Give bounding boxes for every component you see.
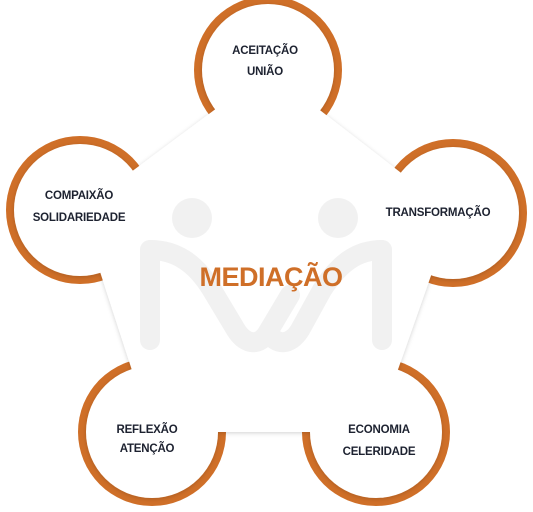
- people-logo-icon: [140, 198, 392, 353]
- node-right-line1: TRANSFORMAÇÃO: [386, 206, 491, 219]
- node-bottom-right-line1: ECONOMIA: [348, 424, 410, 436]
- node-top-line1: ACEITAÇÃO: [232, 44, 298, 57]
- node-bottom-left: REFLEXÃO ATENÇÃO: [116, 423, 177, 455]
- node-bottom-right-line2: CELERIDADE: [343, 446, 416, 458]
- pentagon-shape: [80, 70, 453, 432]
- node-disc-bottom-right: [310, 366, 442, 498]
- node-top: ACEITAÇÃO UNIÃO: [232, 44, 298, 78]
- node-disc-left: [14, 144, 146, 276]
- node-bottom-right: ECONOMIA CELERIDADE: [343, 424, 416, 458]
- center-title: MEDIAÇÃO: [200, 261, 343, 292]
- node-disc-top: [202, 4, 334, 136]
- pentagon-body: [14, 4, 519, 498]
- node-bottom-left-line2: ATENÇÃO: [120, 442, 175, 455]
- node-bottom-left-line1: REFLEXÃO: [116, 423, 177, 436]
- node-left-line1: COMPAIXÃO: [45, 189, 114, 202]
- node-disc-bottom-left: [86, 366, 218, 498]
- node-top-line2: UNIÃO: [247, 65, 283, 78]
- node-left-line2: SOLIDARIEDADE: [33, 212, 126, 224]
- node-disc-right: [387, 147, 519, 279]
- node-left: COMPAIXÃO SOLIDARIEDADE: [33, 189, 126, 224]
- node-right: TRANSFORMAÇÃO: [386, 206, 491, 219]
